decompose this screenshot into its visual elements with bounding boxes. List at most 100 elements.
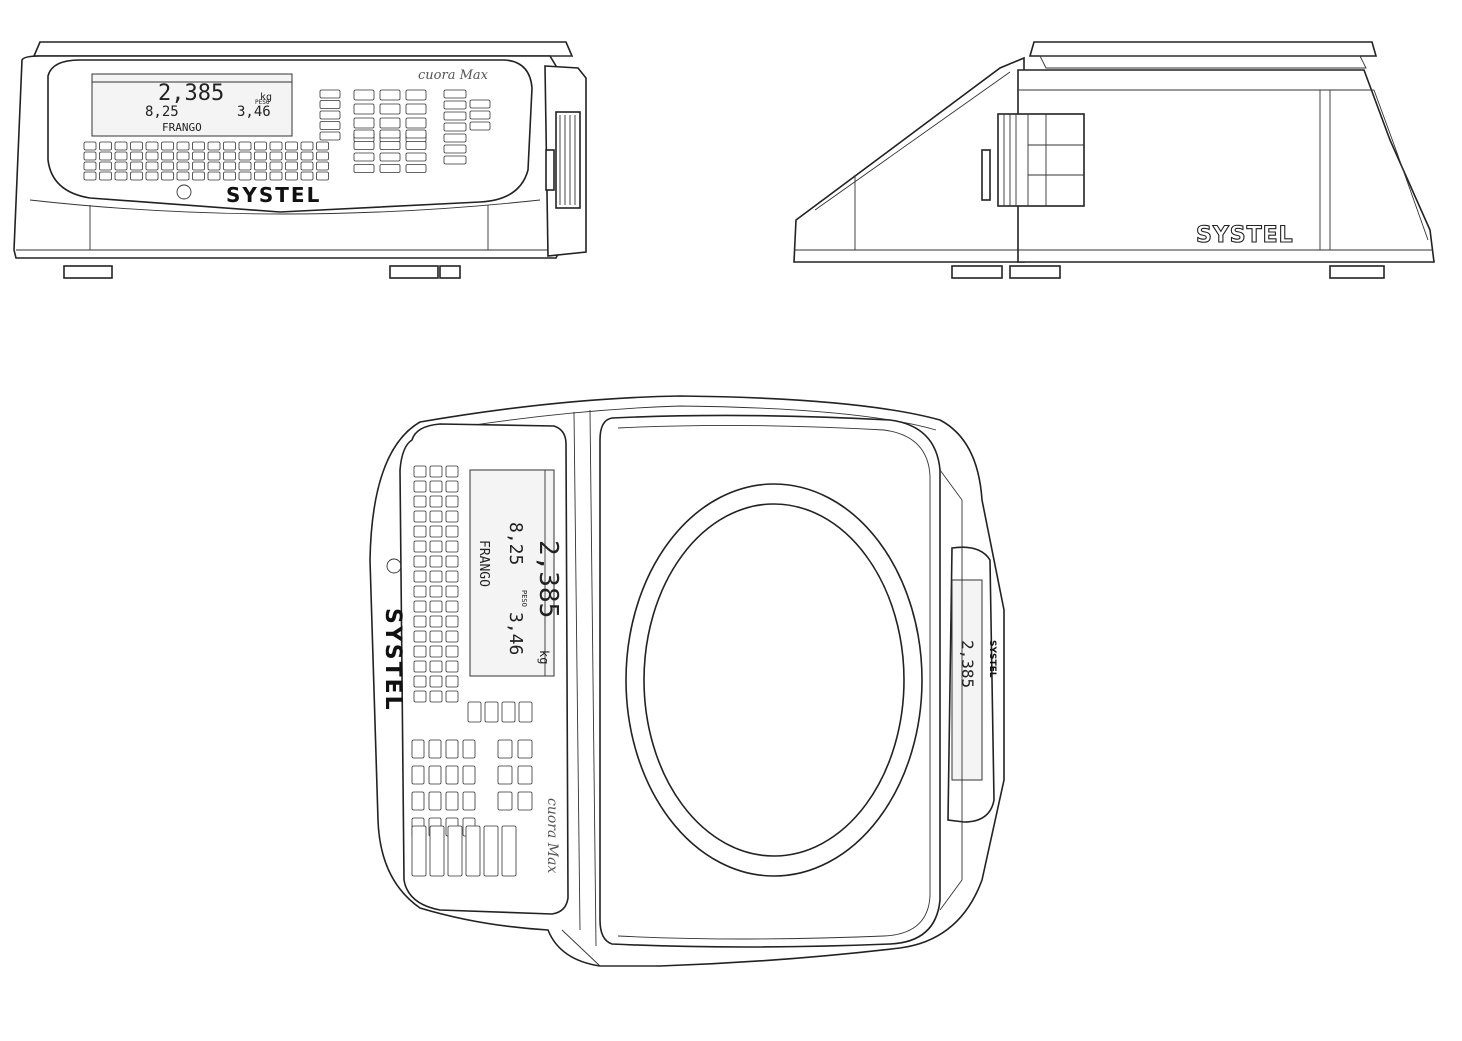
front-product-key <box>130 161 143 171</box>
front-view: 2,385 kg 8,25 PESO 3,46 FRANGO cuora Max… <box>13 41 587 279</box>
front-arrow-key <box>379 89 401 101</box>
top-product-key <box>429 645 443 658</box>
front-numeric-key <box>353 152 375 162</box>
top-product-key <box>429 690 443 703</box>
top-command-key <box>429 825 445 877</box>
top-function-key <box>501 701 516 723</box>
top-product-key <box>445 540 459 553</box>
top-numeric-key <box>411 791 425 811</box>
front-product-key <box>145 141 159 151</box>
front-command-key <box>469 121 491 131</box>
top-numeric-key <box>445 765 459 785</box>
front-product-key <box>161 141 174 151</box>
front-product-key <box>130 171 143 181</box>
front-lcd-price: 8,25 <box>145 104 179 120</box>
top-product-key <box>445 525 459 538</box>
front-function-key <box>319 131 341 141</box>
front-numeric-key <box>353 164 375 173</box>
top-product-key <box>413 510 427 523</box>
top-product-key <box>413 540 427 553</box>
top-arrow-key <box>517 739 533 759</box>
front-platter <box>32 41 574 57</box>
front-product-key <box>99 171 112 181</box>
front-product-key <box>114 151 128 161</box>
top-numeric-key <box>411 765 425 785</box>
top-product-key <box>429 495 443 508</box>
top-product-key <box>413 570 427 583</box>
top-product-key <box>445 630 459 643</box>
top-lcd-price: 8,25 <box>505 522 526 565</box>
front-command-key <box>469 99 491 109</box>
top-arrow-key <box>497 791 513 811</box>
top-product-key <box>413 615 427 628</box>
front-product-key <box>130 141 143 151</box>
top-command-key <box>447 825 463 877</box>
front-product-key <box>145 161 159 171</box>
front-brand-logo: SYSTEL <box>226 183 321 207</box>
top-arrow-key <box>517 765 533 785</box>
front-command-key <box>443 144 467 154</box>
top-product-key <box>429 465 443 478</box>
top-lcd-product: FRANGO <box>476 540 491 587</box>
top-command-key <box>483 825 499 877</box>
top-rear-lcd-weight: 2,385 <box>958 640 977 688</box>
top-product-key <box>445 690 459 703</box>
front-numeric-key <box>379 141 401 150</box>
front-foot-mid <box>389 265 439 279</box>
top-product-key <box>445 510 459 523</box>
front-product-key <box>99 141 112 151</box>
top-product-key <box>413 480 427 493</box>
side-platter <box>1028 41 1378 57</box>
front-product-key <box>161 171 174 181</box>
front-arrow-key <box>379 103 401 115</box>
front-product-key <box>114 171 128 181</box>
front-numeric-key <box>405 141 427 150</box>
front-product-key <box>114 161 128 171</box>
front-product-key <box>192 171 205 181</box>
top-keypad <box>411 465 533 877</box>
top-product-key <box>429 630 443 643</box>
front-product-key <box>316 161 329 171</box>
front-numeric-key <box>379 129 401 139</box>
top-numeric-key <box>428 791 442 811</box>
front-product-key <box>83 161 97 171</box>
top-product-key <box>413 555 427 568</box>
top-numeric-key <box>428 765 442 785</box>
top-product-key <box>429 600 443 613</box>
top-product-key <box>445 585 459 598</box>
top-product-key <box>429 510 443 523</box>
front-product-key <box>300 161 314 171</box>
front-command-key <box>469 110 491 120</box>
side-printer <box>981 113 1085 207</box>
front-product-key <box>300 171 314 181</box>
front-numeric-key <box>379 164 401 173</box>
front-product-key <box>254 141 267 151</box>
top-product-key <box>429 585 443 598</box>
front-foot-left <box>63 265 113 279</box>
front-arrow-key <box>379 117 401 129</box>
front-product-key <box>238 161 252 171</box>
front-numeric-key <box>405 129 427 139</box>
front-product-key <box>285 151 298 161</box>
front-product-key <box>161 161 174 171</box>
front-product-key <box>238 151 252 161</box>
front-product-key <box>176 141 190 151</box>
top-lcd-weight: 2,385 <box>533 540 563 618</box>
front-command-key <box>443 155 467 165</box>
top-command-key <box>501 825 517 877</box>
side-foot-2 <box>1009 265 1061 279</box>
front-product-key <box>316 171 329 181</box>
front-function-key <box>319 121 341 130</box>
front-lcd-total: 3,46 <box>237 104 271 120</box>
top-product-key <box>445 675 459 688</box>
front-numeric-key <box>405 164 427 173</box>
top-platter-ring-outer <box>625 483 923 877</box>
front-product-key <box>130 151 143 161</box>
top-product-key <box>413 465 427 478</box>
front-function-key <box>319 89 341 99</box>
front-arrow-key <box>353 117 375 129</box>
front-foot-right <box>439 265 461 279</box>
top-platter <box>599 414 941 948</box>
front-product-key <box>192 161 205 171</box>
top-rear-lcd <box>951 579 983 781</box>
